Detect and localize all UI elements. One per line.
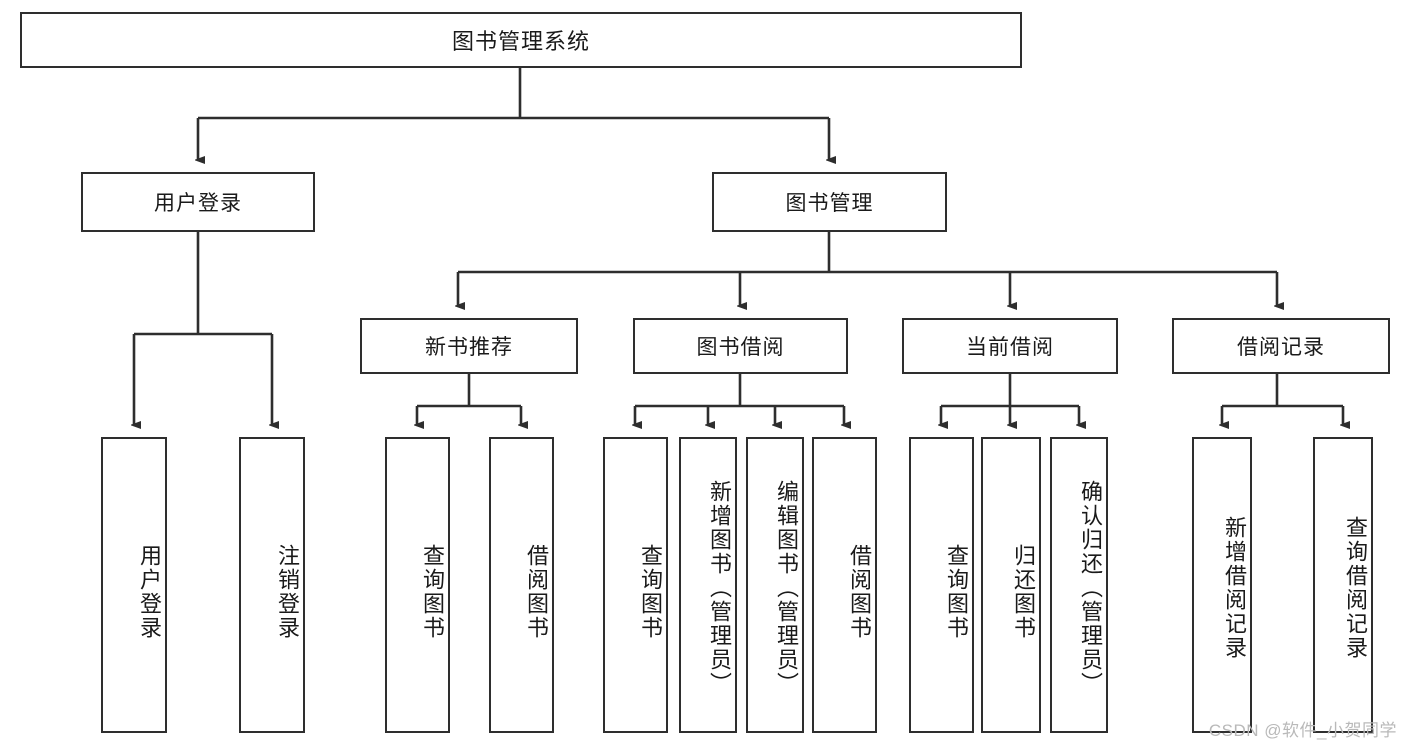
leaf-borrow-book-recommend[interactable]: 借阅图书 xyxy=(489,437,554,733)
leaf-return-book[interactable]: 归还图书 xyxy=(981,437,1041,733)
leaf-logout[interactable]: 注销登录 xyxy=(239,437,305,733)
node-label: 编辑图书（管理员） xyxy=(774,480,799,696)
leaf-add-borrow-record[interactable]: 新增借阅记录 xyxy=(1192,437,1252,733)
node-label: 注销登录 xyxy=(275,544,300,640)
node-book-management[interactable]: 图书管理 xyxy=(712,172,947,232)
leaf-query-borrow-record[interactable]: 查询借阅记录 xyxy=(1313,437,1373,733)
node-label: 查询借阅记录 xyxy=(1343,516,1368,660)
node-label: 确认归还（管理员） xyxy=(1078,480,1103,696)
leaf-edit-book-admin[interactable]: 编辑图书（管理员） xyxy=(746,437,804,733)
node-label: 借阅图书 xyxy=(524,544,549,640)
node-label: 当前借阅 xyxy=(966,336,1054,359)
node-label: 新增借阅记录 xyxy=(1222,516,1247,660)
node-user-login[interactable]: 用户登录 xyxy=(81,172,315,232)
leaf-add-book-admin[interactable]: 新增图书（管理员） xyxy=(679,437,737,733)
node-label: 查询图书 xyxy=(944,544,969,640)
node-label: 用户登录 xyxy=(137,544,162,640)
node-new-book-recommend[interactable]: 新书推荐 xyxy=(360,318,578,374)
leaf-confirm-return-admin[interactable]: 确认归还（管理员） xyxy=(1050,437,1108,733)
leaf-borrow-book[interactable]: 借阅图书 xyxy=(812,437,877,733)
node-label: 用户登录 xyxy=(154,192,242,215)
node-label: 查询图书 xyxy=(638,544,663,640)
node-label: 图书管理系统 xyxy=(451,29,590,54)
leaf-query-book-current[interactable]: 查询图书 xyxy=(909,437,974,733)
node-label: 借阅记录 xyxy=(1237,336,1325,359)
node-label: 图书管理 xyxy=(785,192,874,215)
node-label: 归还图书 xyxy=(1011,544,1036,640)
node-label: 图书借阅 xyxy=(696,336,785,359)
node-label: 新增图书（管理员） xyxy=(707,480,732,696)
node-book-borrow[interactable]: 图书借阅 xyxy=(633,318,848,374)
node-current-borrow[interactable]: 当前借阅 xyxy=(902,318,1118,374)
watermark-text: CSDN @软件_小贺同学 xyxy=(1208,721,1397,740)
node-label: 新书推荐 xyxy=(425,336,513,359)
node-label: 借阅图书 xyxy=(847,544,872,640)
node-root-library-management-system[interactable]: 图书管理系统 xyxy=(20,12,1022,68)
leaf-query-book-borrow[interactable]: 查询图书 xyxy=(603,437,668,733)
leaf-user-login[interactable]: 用户登录 xyxy=(101,437,167,733)
node-borrow-record[interactable]: 借阅记录 xyxy=(1172,318,1390,374)
leaf-query-book-recommend[interactable]: 查询图书 xyxy=(385,437,450,733)
node-label: 查询图书 xyxy=(420,544,445,640)
